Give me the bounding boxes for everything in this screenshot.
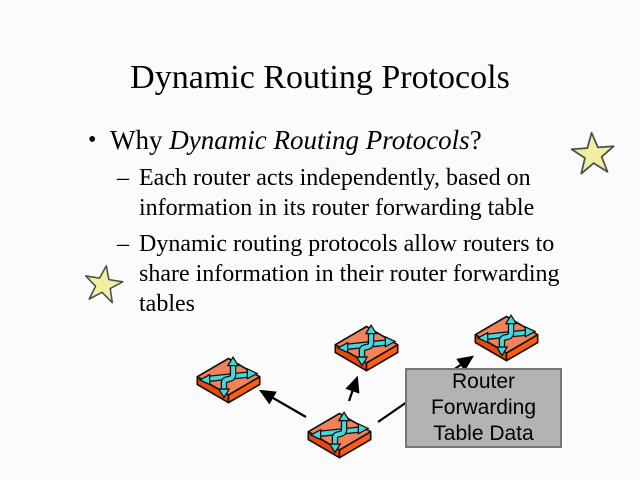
- slide-title: Dynamic Routing Protocols: [130, 59, 510, 96]
- arrow-to-top-center-router: [345, 375, 360, 402]
- label-line-1: Router: [451, 370, 516, 393]
- sub-bullet-1: – Each router acts independently, based …: [117, 163, 535, 223]
- bullet-marker-icon: •: [88, 127, 97, 153]
- arrow-to-left-router: [258, 389, 307, 418]
- bullet-text-emphasis: Dynamic Routing Protocols: [169, 125, 470, 155]
- dash-marker: –: [117, 231, 129, 257]
- dash-marker: –: [117, 165, 129, 191]
- router-icon-left: [196, 352, 261, 404]
- router-forwarding-table-label: Router Forwarding Table Data: [405, 368, 562, 448]
- sub-bullet-2-line-3: tables: [139, 291, 195, 317]
- bullet-text-suffix: ?: [469, 125, 482, 155]
- router-icon-bottom-center: [307, 407, 372, 459]
- label-line-3: Table Data: [433, 422, 534, 445]
- main-bullet: • Why Dynamic Routing Protocols?: [88, 122, 482, 158]
- router-icon-top-right: [474, 310, 539, 362]
- star-icon: [569, 130, 617, 177]
- label-line-2: Forwarding: [430, 396, 537, 419]
- sub-bullet-1-line-1: Each router acts independently, based on: [139, 165, 531, 191]
- bullet-text-prefix: Why: [110, 125, 170, 155]
- sub-bullet-1-line-2: information in its router forwarding tab…: [139, 195, 535, 221]
- sub-bullet-2-line-1: Dynamic routing protocols allow routers …: [139, 231, 555, 257]
- star-icon: [81, 261, 126, 306]
- sub-bullet-2-line-2: share information in their router forwar…: [139, 261, 560, 287]
- sub-bullet-2: – Dynamic routing protocols allow router…: [117, 229, 560, 319]
- router-icon-top-center: [334, 320, 399, 372]
